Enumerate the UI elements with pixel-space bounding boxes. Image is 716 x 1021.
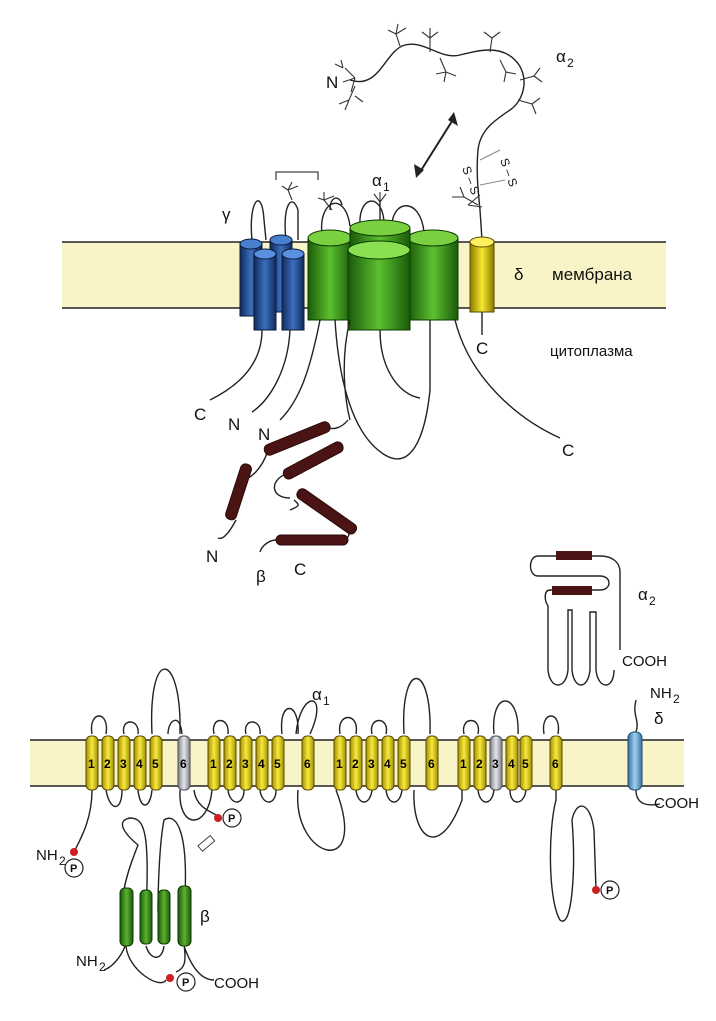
top-alpha1-label-subscript: 1 — [383, 180, 390, 194]
svg-text:6: 6 — [304, 757, 311, 771]
bottom-beta-subunit: P — [104, 818, 214, 991]
alpha1-nh2-subscript: 2 — [59, 854, 66, 868]
bottom-delta-nh2-label: NH — [650, 685, 672, 702]
svg-text:5: 5 — [400, 757, 407, 771]
gamma-bracket — [276, 172, 318, 180]
phospho-site-alpha1-nterm: P — [65, 848, 83, 877]
disulfide-bridge-1 — [480, 150, 500, 160]
bottom-beta-nh2-subscript: 2 — [99, 960, 106, 974]
svg-text:4: 4 — [136, 757, 143, 771]
gamma-glycan — [282, 182, 298, 200]
svg-text:6: 6 — [180, 757, 187, 771]
association-double-arrow — [414, 112, 458, 178]
delta-c-terminus-label: C — [476, 339, 488, 358]
disulfide-label-1: S – S — [459, 164, 482, 196]
bottom-diagram: α 2 COOH NH 2 δ COOH α 1 — [30, 551, 699, 992]
gamma-label: γ — [222, 205, 231, 224]
bottom-alpha2-subunit — [531, 551, 621, 685]
alpha1-subunit-cylinders — [308, 220, 458, 330]
svg-text:P: P — [70, 863, 77, 875]
alpha1-nh2-label: NH — [36, 847, 58, 864]
bottom-alpha2-cooh-label: COOH — [622, 653, 667, 670]
svg-text:2: 2 — [226, 757, 233, 771]
alpha1-c-terminus-label: C — [562, 441, 574, 460]
svg-text:6: 6 — [552, 757, 559, 771]
top-delta-label: δ — [514, 265, 523, 284]
cytoplasm-label: цитоплазма — [550, 343, 633, 360]
svg-text:5: 5 — [274, 757, 281, 771]
svg-text:5: 5 — [152, 757, 159, 771]
svg-text:5: 5 — [522, 757, 529, 771]
svg-text:3: 3 — [120, 757, 127, 771]
svg-text:2: 2 — [352, 757, 359, 771]
svg-text:P: P — [606, 885, 613, 897]
alpha1-n-terminus-label: N — [258, 425, 270, 444]
disulfide-label-2: S – S — [497, 156, 520, 188]
bottom-beta-cooh-label: COOH — [214, 975, 259, 992]
svg-text:P: P — [182, 977, 189, 989]
bottom-delta-cooh-label: COOH — [654, 795, 699, 812]
alpha1-n-tail — [280, 320, 320, 420]
gamma-n-tail — [252, 330, 290, 412]
alpha2-label: α — [556, 47, 566, 66]
alpha2-n-terminus-label: N — [326, 73, 338, 92]
svg-text:2: 2 — [476, 757, 483, 771]
svg-text:3: 3 — [368, 757, 375, 771]
beta-subunit — [218, 420, 359, 552]
delta-subunit-cylinder — [470, 237, 494, 312]
svg-text:P: P — [228, 813, 235, 825]
bottom-alpha2-label: α — [638, 585, 648, 604]
bottom-alpha1-label-subscript: 1 — [323, 694, 330, 708]
beta-n-terminus-label: N — [206, 547, 218, 566]
gamma-extracellular-loop-1 — [251, 201, 266, 240]
gamma-extracellular-loop-2 — [285, 202, 298, 240]
bottom-alpha1-loops — [74, 669, 596, 921]
svg-text:1: 1 — [88, 757, 95, 771]
svg-text:3: 3 — [242, 757, 249, 771]
phospho-site-loop-I-II: P — [198, 809, 241, 851]
svg-text:4: 4 — [384, 757, 391, 771]
svg-text:4: 4 — [508, 757, 515, 771]
bottom-beta-label: β — [200, 907, 210, 926]
alpha2-label-subscript: 2 — [567, 56, 574, 70]
svg-text:1: 1 — [336, 757, 343, 771]
svg-text:4: 4 — [258, 757, 265, 771]
beta-c-terminus-label: C — [294, 560, 306, 579]
disulfide-bridge-2 — [480, 180, 505, 185]
top-beta-label: β — [256, 567, 266, 586]
bottom-delta-nh2-subscript: 2 — [673, 692, 680, 706]
svg-text:3: 3 — [492, 757, 499, 771]
gamma-c-terminus-label: C — [194, 405, 206, 424]
membrane-label: мембрана — [552, 265, 633, 284]
gamma-c-tail — [210, 330, 262, 400]
gamma-n-terminus-label: N — [228, 415, 240, 434]
svg-text:1: 1 — [210, 757, 217, 771]
svg-text:6: 6 — [428, 757, 435, 771]
bottom-beta-nh2-label: NH — [76, 953, 98, 970]
bottom-alpha2-label-subscript: 2 — [649, 594, 656, 608]
top-alpha1-label: α — [372, 171, 382, 190]
svg-text:2: 2 — [104, 757, 111, 771]
bottom-delta-label: δ — [654, 709, 663, 728]
top-diagram: S – S S – S N α 2 γ α 1 — [62, 24, 666, 586]
svg-text:1: 1 — [460, 757, 467, 771]
gamma-subunit-cylinders — [240, 235, 304, 330]
alpha1-intracellular-loops — [335, 320, 560, 459]
